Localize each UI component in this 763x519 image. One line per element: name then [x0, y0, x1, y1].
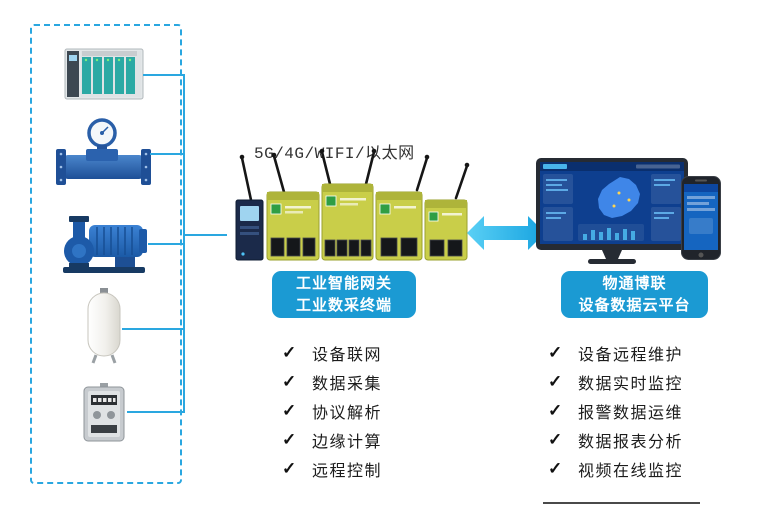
bottom-divider	[543, 502, 700, 504]
feature-label: 数据实时监控	[578, 376, 684, 393]
feature-label: 远程控制	[312, 463, 383, 480]
smartphone-icon	[681, 176, 721, 260]
equipment-frame	[30, 24, 182, 484]
plc-icon	[64, 48, 144, 100]
feature-item: ✓ 协议解析	[282, 401, 383, 423]
feature-item: ✓ 数据实时监控	[548, 372, 684, 394]
gateway-cluster-icon	[235, 148, 470, 261]
feature-label: 设备联网	[312, 347, 383, 364]
feature-item: ✓ 数据报表分析	[548, 430, 684, 452]
feature-label: 视频在线监控	[578, 463, 684, 480]
connector-bus-line	[183, 74, 185, 413]
gateway-label-line2: 工业数采终端	[295, 296, 392, 314]
smartphone-image	[681, 176, 721, 260]
feature-label: 数据报表分析	[578, 434, 684, 451]
check-icon: ✓	[548, 459, 563, 478]
platform-label-box: 物通博联 设备数据云平台	[561, 271, 708, 318]
feature-label: 边缘计算	[312, 434, 383, 451]
check-icon: ✓	[548, 372, 563, 391]
gateway-label-line1: 工业智能网关	[295, 274, 392, 292]
connector-to-gateway-line	[183, 234, 227, 236]
gateway-feature-list: ✓ 设备联网 ✓ 数据采集 ✓ 协议解析 ✓ 边缘计算 ✓ 远程控制	[282, 343, 383, 481]
check-icon: ✓	[282, 459, 297, 478]
check-icon: ✓	[548, 343, 563, 362]
feature-item: ✓ 边缘计算	[282, 430, 383, 452]
bidirectional-arrow-icon	[467, 213, 545, 253]
feature-item: ✓ 设备联网	[282, 343, 383, 365]
pressure-tank-icon	[87, 288, 121, 364]
gateway-cluster-image	[224, 146, 474, 264]
feature-label: 协议解析	[312, 405, 383, 422]
feature-label: 数据采集	[312, 376, 383, 393]
feature-label: 报警数据运维	[578, 405, 684, 422]
pressure-tank-image	[85, 288, 123, 364]
connector-line	[127, 411, 183, 413]
gateway-label-box: 工业智能网关 工业数采终端	[272, 271, 416, 318]
check-icon: ✓	[548, 430, 563, 449]
plc-controller-image	[64, 45, 144, 103]
energy-meter-icon	[83, 383, 125, 442]
check-icon: ✓	[282, 430, 297, 449]
water-pump-icon	[63, 216, 147, 273]
flow-meter-icon	[56, 118, 151, 185]
check-icon: ✓	[282, 401, 297, 420]
connector-line	[150, 153, 183, 155]
connector-line	[122, 328, 183, 330]
platform-feature-list: ✓ 设备远程维护 ✓ 数据实时监控 ✓ 报警数据运维 ✓ 数据报表分析 ✓ 视频…	[548, 343, 684, 481]
feature-item: ✓ 视频在线监控	[548, 459, 684, 481]
platform-label-line2: 设备数据云平台	[578, 296, 691, 314]
feature-item: ✓ 设备远程维护	[548, 343, 684, 365]
check-icon: ✓	[282, 372, 297, 391]
check-icon: ✓	[282, 343, 297, 362]
feature-item: ✓ 数据采集	[282, 372, 383, 394]
platform-label-line1: 物通博联	[602, 274, 667, 292]
flow-meter-image	[56, 118, 151, 188]
connector-line	[143, 74, 183, 76]
cloud-platform-monitor-image	[536, 158, 688, 266]
check-icon: ✓	[548, 401, 563, 420]
water-pump-image	[59, 213, 149, 275]
feature-label: 设备远程维护	[578, 347, 684, 364]
feature-item: ✓ 远程控制	[282, 459, 383, 481]
energy-meter-image	[80, 383, 128, 445]
connector-line	[148, 243, 183, 245]
monitor-dashboard-icon	[536, 158, 688, 264]
feature-item: ✓ 报警数据运维	[548, 401, 684, 423]
